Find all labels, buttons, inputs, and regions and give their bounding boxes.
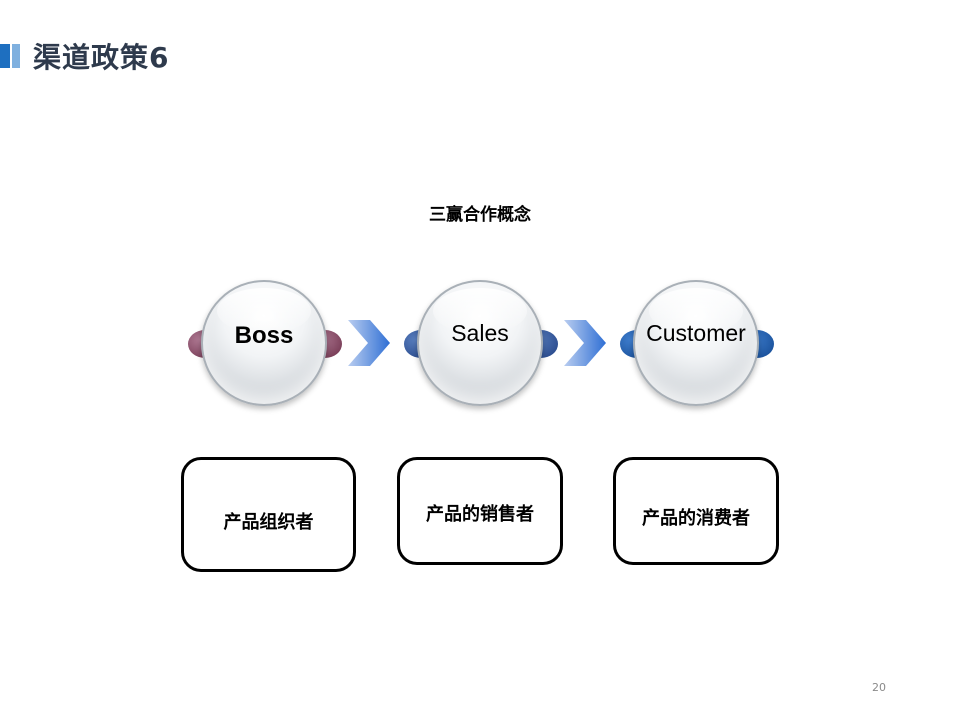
chevron-right-icon xyxy=(564,320,606,366)
sales-role-text: 产品的销售者 xyxy=(426,504,534,525)
sphere-highlight xyxy=(433,288,527,334)
customer-node: Customer xyxy=(633,280,759,406)
sales-node-label: Sales xyxy=(451,320,509,346)
sales-role-box: 产品的销售者 xyxy=(397,457,563,565)
boss-node: Boss xyxy=(201,280,327,406)
boss-node-label: Boss xyxy=(234,322,294,349)
boss-role-text: 产品组织者 xyxy=(223,512,314,533)
chevron-right-icon xyxy=(348,320,390,366)
title-accent-light xyxy=(12,44,20,68)
customer-role-box: 产品的消费者 xyxy=(613,457,779,565)
diagram-subtitle: 三赢合作概念 xyxy=(429,205,531,225)
customer-node-label: Customer xyxy=(646,320,746,346)
boss-role-box: 产品组织者 xyxy=(181,457,356,572)
page-title: 渠道政策6 xyxy=(33,41,170,74)
page-number: 20 xyxy=(872,681,886,694)
sphere-highlight xyxy=(649,288,743,334)
sales-node: Sales xyxy=(417,280,543,406)
title-accent-bar xyxy=(0,44,22,68)
title-accent-dark xyxy=(0,44,10,68)
sphere-highlight xyxy=(217,288,311,334)
customer-role-text: 产品的消费者 xyxy=(642,508,750,529)
